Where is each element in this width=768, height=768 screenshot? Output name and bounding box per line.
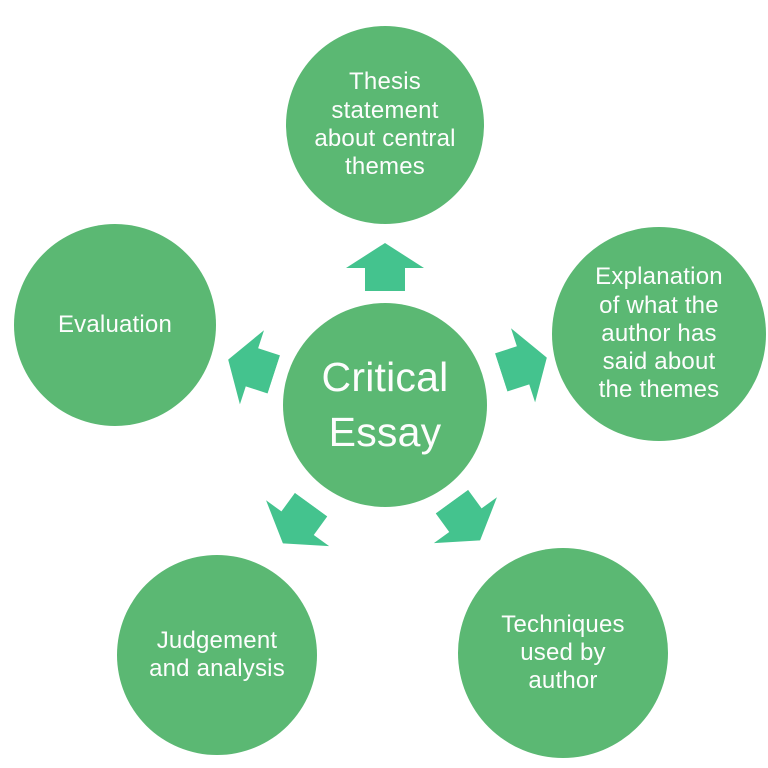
arrow-lower-left-icon [251, 482, 342, 567]
node-evaluation: Evaluation [14, 224, 216, 426]
node-explanation-label: Explanation of what the author has said … [595, 263, 723, 404]
arrow-upper-left-shape [228, 330, 281, 405]
node-judgement-label: Judgement and analysis [149, 626, 285, 682]
node-explanation: Explanation of what the author has said … [552, 227, 766, 441]
arrow-upper-left-icon [216, 322, 286, 411]
arrow-lower-left-shape [266, 492, 330, 547]
node-thesis-statement: Thesis statement about central themes [286, 26, 484, 224]
node-thesis-statement-label: Thesis statement about central themes [314, 68, 456, 181]
node-techniques-label: Techniques used by author [501, 610, 625, 695]
central-node-critical-essay: Critical Essay [283, 303, 487, 507]
arrow-lower-right-icon [420, 479, 511, 564]
node-evaluation-label: Evaluation [57, 310, 173, 338]
arrow-up-shape [346, 243, 424, 291]
central-node-label: Critical Essay [321, 353, 449, 455]
arrow-lower-right-shape [433, 489, 497, 544]
node-techniques: Techniques used by author [458, 548, 668, 758]
arrow-upper-right-shape [494, 328, 547, 403]
node-judgement: Judgement and analysis [117, 555, 317, 755]
arrow-up-icon [346, 243, 424, 291]
arrow-upper-right-icon [489, 320, 559, 409]
